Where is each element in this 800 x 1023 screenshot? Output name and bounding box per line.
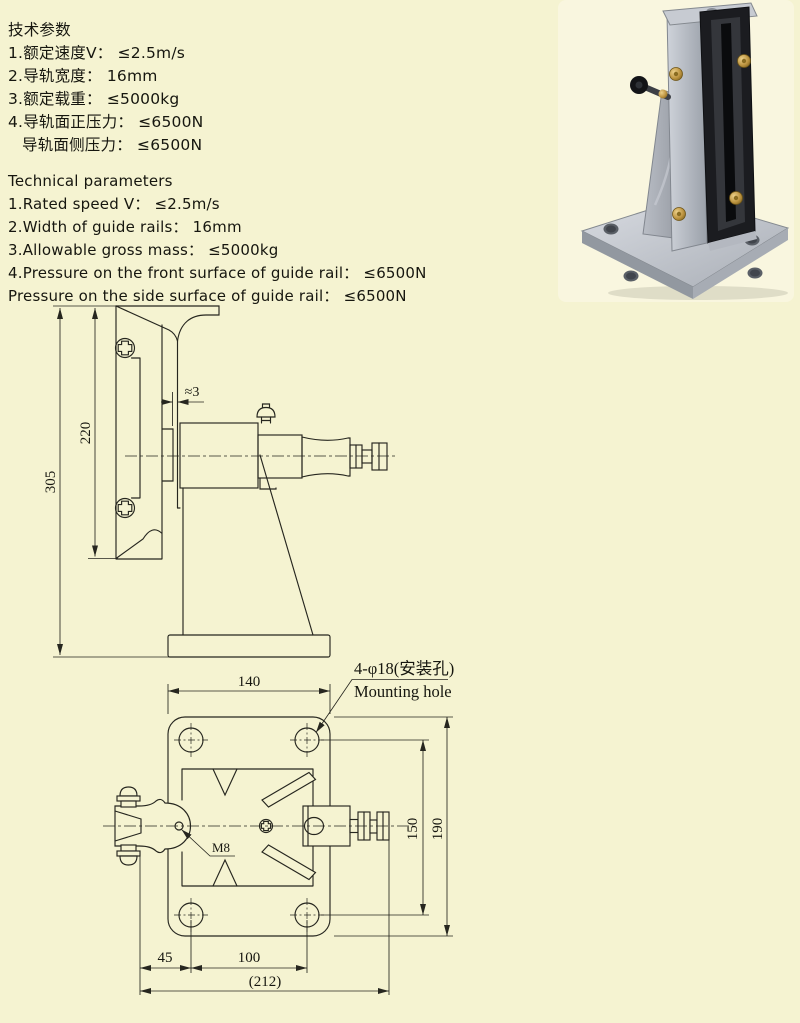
clevis-bolt-bottom (116, 844, 141, 866)
spec-en-side-pressure: Pressure on the side surface of guide ra… (8, 287, 407, 305)
mounting-hole-top-left (174, 723, 208, 757)
m8-leader: M8 (181, 829, 235, 857)
top-view-drawing: M8 4-φ18(安装孔) Mounting hole 140 190 150 (103, 659, 454, 995)
brass-bolts (669, 54, 751, 221)
specs-chinese: 技术参数 1.额定速度V： ≤2.5m/s 2.导轨宽度： 16mm 3.额定载… (8, 19, 203, 157)
dim-150: 150 (405, 818, 421, 841)
phillips-screw-top (114, 337, 136, 359)
spec-en-rail-width: 2.Width of guide rails： 16mm (8, 218, 242, 236)
threaded-stud-nuts (349, 442, 388, 471)
wedge-rib-top (261, 771, 317, 808)
plan-view: M8 4-φ18(安装孔) Mounting hole 140 190 150 (95, 653, 475, 1021)
mounting-hole-callout: 4-φ18(安装孔) Mounting hole (315, 659, 454, 733)
dim-100: 100 (238, 950, 261, 966)
dim-gap-3: ≈3 (185, 385, 200, 400)
spring-block-and-stud (302, 805, 390, 847)
mounting-hole-top-right (290, 723, 324, 757)
specs-en-title: Technical parameters (8, 172, 173, 190)
label-hole-en: Mounting hole (354, 682, 452, 701)
side-view-drawing: 305 220 ≈3 (43, 305, 398, 658)
adjuster-screw (256, 403, 276, 424)
spring-arm-assembly (176, 403, 388, 509)
label-hole-cn: 4-φ18(安装孔) (354, 659, 454, 678)
v-rib-edges (212, 768, 238, 887)
spec-en-rated-speed: 1.Rated speed V： ≤2.5m/s (8, 195, 220, 213)
side-view-dimensions: 305 220 ≈3 (43, 305, 204, 658)
housing-body (181, 768, 317, 887)
dim-220: 220 (78, 422, 94, 445)
spec-cn-load: 3.额定载重： ≤5000kg (8, 90, 180, 108)
spec-cn-rated-speed: 1.额定速度V： ≤2.5m/s (8, 44, 186, 62)
buffer-knob (630, 76, 671, 100)
spec-cn-side-pressure: 导轨面侧压力： ≤6500N (22, 136, 203, 154)
label-m8: M8 (212, 840, 230, 855)
rubber-insert-channel (699, 6, 757, 251)
pedestal-base (167, 454, 331, 658)
product-photo (558, 0, 794, 302)
specs-cn-title: 技术参数 (8, 21, 71, 39)
dim-212: (212) (249, 974, 282, 990)
dim-305: 305 (43, 471, 59, 494)
wedge-rib-bottom (261, 844, 317, 881)
dim-190: 190 (430, 818, 446, 841)
specs-english: Technical parameters 1.Rated speed V： ≤2… (8, 170, 427, 308)
top-view-dimensions: 140 190 150 45 100 (212) (139, 674, 453, 995)
dim-140: 140 (238, 674, 261, 690)
spec-cn-rail-width: 2.导轨宽度： 16mm (8, 67, 158, 85)
phillips-screw-bottom (114, 497, 136, 519)
shoe-assembly (114, 305, 220, 560)
side-elevation-view: 305 220 ≈3 (40, 295, 440, 675)
spring-barrel (301, 436, 351, 478)
spec-cn-front-pressure: 4.导轨面正压力： ≤6500N (8, 113, 204, 131)
spec-en-front-pressure: 4.Pressure on the front surface of guide… (8, 264, 427, 282)
spec-en-load: 3.Allowable gross mass： ≤5000kg (8, 241, 279, 259)
dim-45: 45 (158, 950, 173, 966)
guide-shoe-photo-illustration (558, 0, 794, 302)
clevis-bolt-top (116, 786, 141, 808)
